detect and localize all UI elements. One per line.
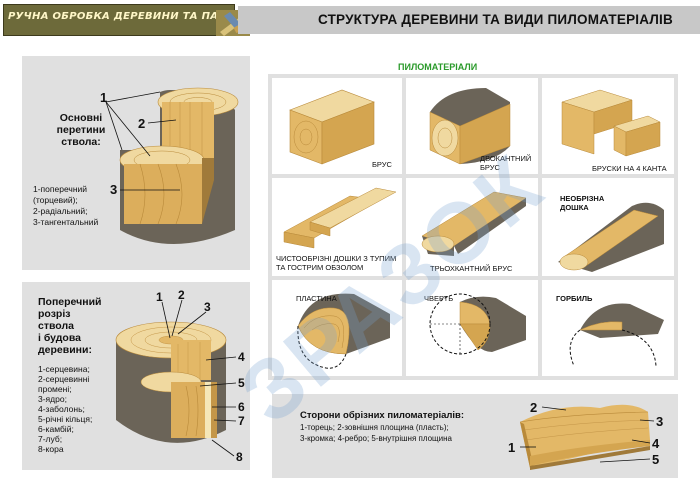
- chystoobrizni-illustration: [283, 187, 397, 249]
- bruski-illustration: [561, 89, 661, 157]
- lumber-label-chystoobrizni: ЧИСТООБРІЗНІ ДОШКИ З ТУПИМ ТА ГОСТРИМ ОБ…: [276, 254, 397, 272]
- lumber-label-neobrizna: НЕОБРІЗНА ДОШКА: [560, 194, 605, 212]
- lumber-label-horbyl: ГОРБИЛЬ: [556, 294, 593, 303]
- lumber-label-brus: БРУС: [372, 160, 392, 169]
- side-num-5: 5: [652, 452, 660, 467]
- section-num-1: 1: [100, 90, 108, 105]
- structure-num-7: 7: [238, 414, 245, 428]
- structure-num-3: 3: [204, 300, 211, 314]
- structure-num-8: 8: [236, 450, 243, 464]
- sides-line-2: 3-кромка; 4-ребро; 5-внутрішня площина: [300, 434, 452, 443]
- logo-bar: [3, 4, 235, 36]
- lumber-label-chvert: ЧВЕРТЬ: [424, 294, 454, 303]
- lumber-label-bruski: БРУСКИ НА 4 КАНТА: [592, 164, 667, 173]
- structure-num-6: 6: [238, 400, 245, 414]
- lumber-title: ПИЛОМАТЕРІАЛИ: [398, 62, 478, 72]
- neobrizna-illustration: [558, 202, 664, 272]
- trunk-structure-illustration: [115, 321, 227, 443]
- structure-num-5: 5: [238, 376, 245, 390]
- section-num-2: 2: [138, 116, 146, 131]
- plastyna-illustration: [297, 293, 390, 369]
- board-sides-illustration: [519, 404, 650, 470]
- title-bar: [238, 6, 700, 34]
- cross-section-title: Поперечний розріз ствола і будова дереви…: [38, 296, 102, 356]
- structure-num-1: 1: [156, 290, 163, 304]
- logo-text: РУЧНА ОБРОБКА ДЕРЕВИНИ ТА ПАРКЕТНІ РОБОТ…: [8, 11, 315, 22]
- cross-section-list: 1-серцевина; 2-серцевинні промені; 3-ядр…: [38, 364, 93, 454]
- sides-line-1: 1-торець; 2-зовнішня площина (пласть);: [300, 423, 449, 432]
- section-num-3: 3: [110, 182, 118, 197]
- sides-title: Сторони обрізних пиломатеріалів:: [300, 410, 465, 421]
- side-num-1: 1: [508, 440, 516, 455]
- trokhkantnyi-illustration: [421, 191, 527, 256]
- sections-title: Основні перетини ствола:: [56, 112, 106, 148]
- structure-num-4: 4: [238, 350, 245, 364]
- lumber-label-trokhkantnyi: ТРЬОХКАНТНИЙ БРУС: [430, 264, 513, 273]
- page-title: СТРУКТУРА ДЕРЕВИНИ ТА ВИДИ ПИЛОМАТЕРІАЛІ…: [318, 12, 673, 27]
- dvokantnyi-illustration: [429, 88, 511, 165]
- side-num-3: 3: [656, 414, 664, 429]
- lumber-label-dvokantnyi: ДВОКАНТНИЙ БРУС: [480, 154, 532, 172]
- brus-illustration: [289, 89, 375, 165]
- side-num-2: 2: [530, 400, 538, 415]
- side-num-4: 4: [652, 436, 660, 451]
- horbyl-illustration: [569, 303, 664, 367]
- structure-num-2: 2: [178, 288, 185, 302]
- trunk-sections-illustration: [119, 87, 239, 244]
- sections-list: 1-поперечний (торцевий); 2-радіальний; 3…: [33, 184, 99, 227]
- chvert-illustration: [429, 293, 526, 355]
- lumber-label-plastyna: ПЛАСТИНА: [296, 294, 337, 303]
